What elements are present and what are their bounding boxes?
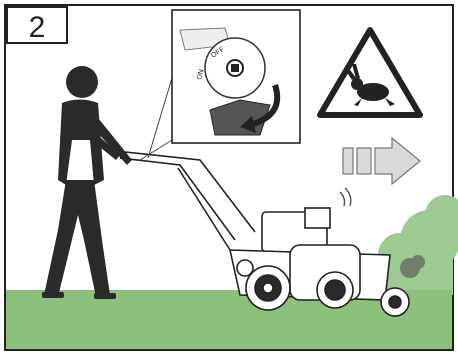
step-number: 2 xyxy=(29,11,46,44)
switch-detail-inset: ON OFF xyxy=(172,10,300,143)
